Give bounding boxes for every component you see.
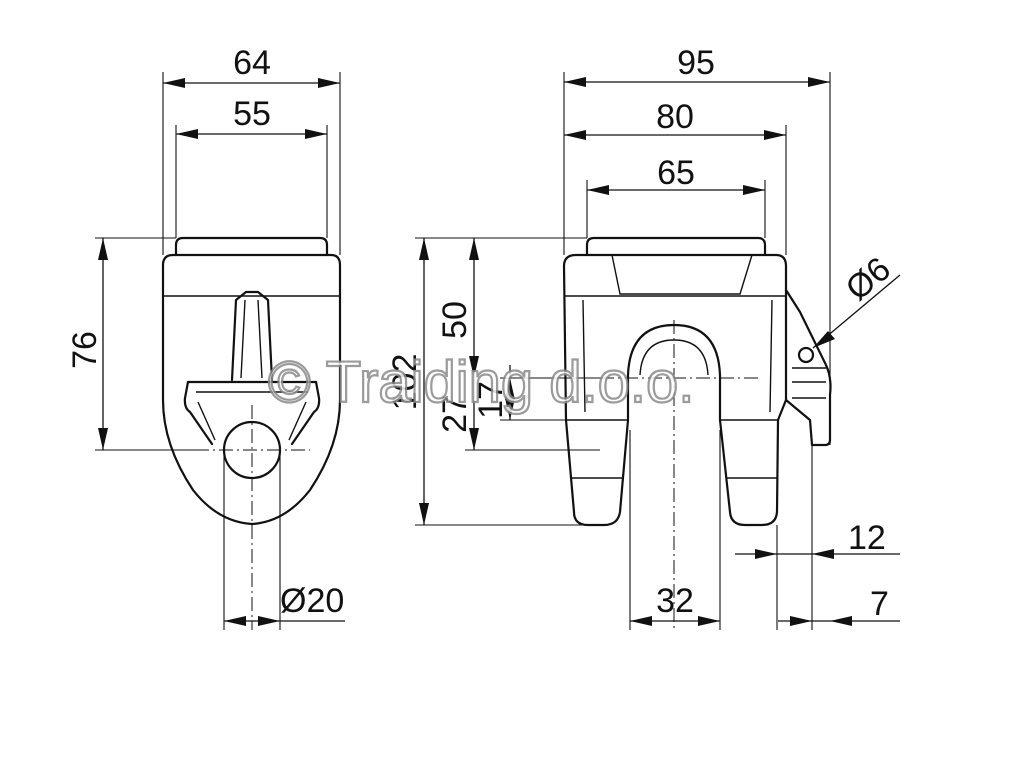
arrowheads [98,77,852,626]
dim-27: 27 [436,395,474,433]
dim-76: 76 [66,331,104,369]
dim-65: 65 [657,154,695,192]
dim-7: 7 [870,585,889,623]
dim-80: 80 [656,98,694,136]
dim-12: 12 [848,519,886,557]
dim-17: 17 [472,381,510,419]
dim-bore-20: Ø20 [280,582,344,620]
side-view [562,236,832,630]
dim-102: 102 [386,354,424,411]
dim-55: 55 [233,95,271,133]
dim-32: 32 [656,582,694,620]
front-view [161,236,342,630]
watermark: © Traiding d.o.o. [268,350,694,415]
dim-50: 50 [436,301,474,339]
dim-hole-6: Ø6 [839,250,898,308]
dim-64: 64 [233,44,271,82]
dim-95: 95 [677,44,715,82]
